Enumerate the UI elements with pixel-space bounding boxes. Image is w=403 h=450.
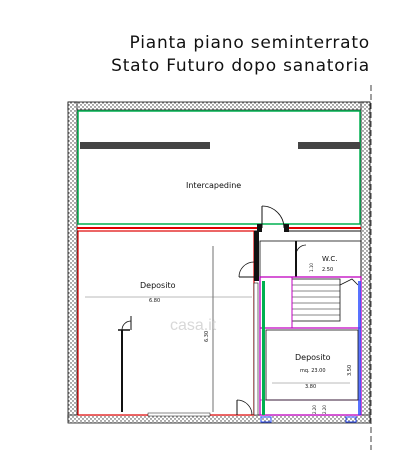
deposito-small-label: Deposito <box>295 353 331 362</box>
deposito-small-room: Deposito mq. 23.00 3.80 3.50 <box>265 329 359 401</box>
deposito-small-area: mq. 23.00 <box>300 368 326 374</box>
wc-room: W.C. 2.50 1.10 <box>259 240 362 278</box>
intercapedine-label: Intercapedine <box>186 181 241 190</box>
door-intercapedine <box>257 205 289 232</box>
intercapedine-room: Intercapedine <box>77 110 361 225</box>
door-middle <box>238 261 255 278</box>
deposito-small-depth: 3.50 <box>347 365 353 376</box>
wc-dim-2: 1.10 <box>309 263 314 272</box>
interior-partition <box>118 316 132 412</box>
deposito-main-label: Deposito <box>140 281 176 290</box>
plan-subtitle: Stato Futuro dopo sanatoria <box>111 56 370 76</box>
outer-walls <box>67 101 371 424</box>
wc-dim: 2.50 <box>322 267 333 273</box>
stairs <box>291 278 359 322</box>
central-wall <box>253 231 259 416</box>
wc-label: W.C. <box>322 255 337 263</box>
future-outline <box>259 276 362 416</box>
dim-label-1: 2.20 <box>312 405 317 414</box>
watermark: casa.it <box>170 317 217 334</box>
deposito-main-depth: 6.30 <box>204 331 210 342</box>
plan-title: Pianta piano seminterrato <box>129 33 370 53</box>
dim-label-2: 2.20 <box>322 405 327 414</box>
deposito-small-width: 3.80 <box>305 384 316 390</box>
deposito-main-room: Deposito 6.80 6.30 <box>77 230 255 416</box>
door-bottom <box>236 399 253 416</box>
deposito-main-width: 6.80 <box>149 298 160 304</box>
green-strip <box>262 281 265 415</box>
